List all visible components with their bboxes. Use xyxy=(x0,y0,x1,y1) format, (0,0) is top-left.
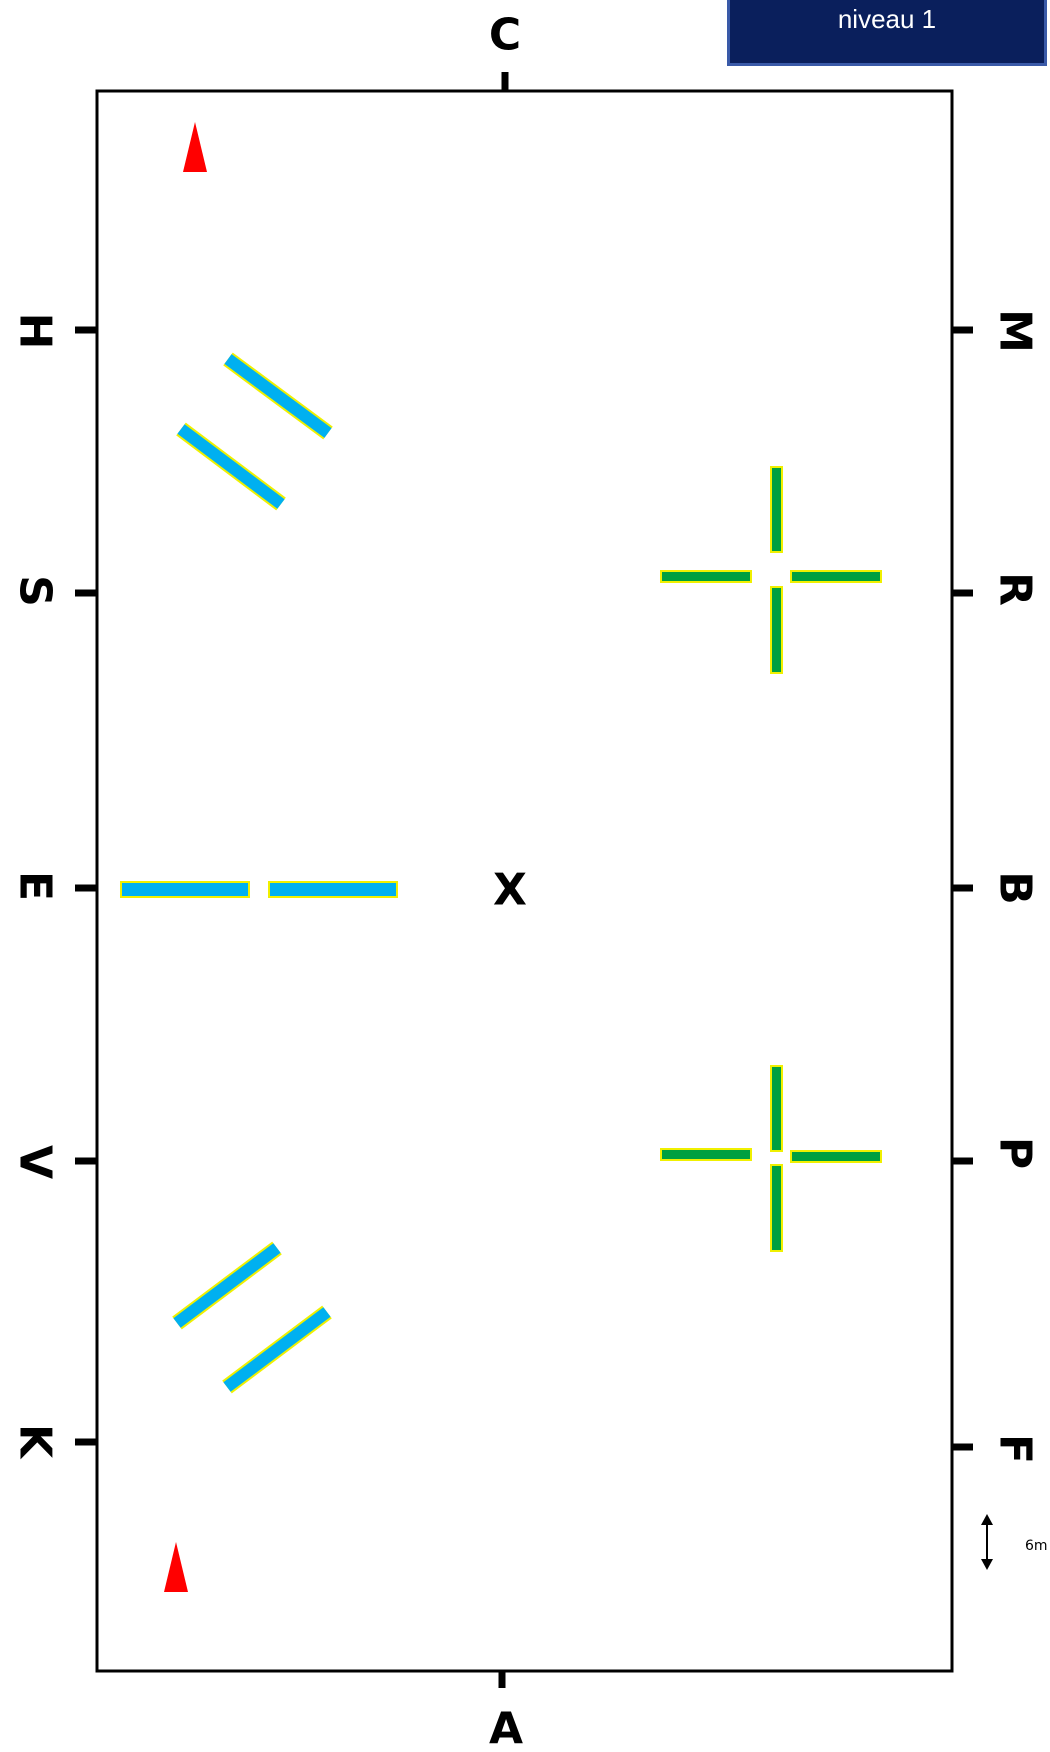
green-pole xyxy=(790,1150,882,1163)
marker-left-label: E xyxy=(10,871,61,901)
blue-pole xyxy=(268,881,398,898)
marker-right-label: R xyxy=(990,572,1041,606)
blue-pole xyxy=(223,1307,331,1392)
green-pole xyxy=(790,570,882,583)
marker-right-label: M xyxy=(990,309,1041,353)
blue-pole xyxy=(177,424,285,509)
level-badge-label: niveau 1 xyxy=(837,4,937,34)
green-pole xyxy=(660,1148,752,1161)
marker-right-label: F xyxy=(990,1434,1041,1464)
marker-left-label: H xyxy=(10,313,61,350)
marker-left-label: V xyxy=(10,1145,61,1179)
marker-center-label: X xyxy=(493,865,527,916)
marker-bottom-label: A xyxy=(489,1704,523,1752)
green-pole xyxy=(770,466,783,553)
blue-pole xyxy=(224,354,332,438)
blue-pole xyxy=(173,1243,281,1328)
marker-left-label: S xyxy=(10,575,61,607)
marker-right-label: B xyxy=(990,871,1041,905)
red-cone xyxy=(183,122,207,172)
green-pole xyxy=(660,570,752,583)
green-pole xyxy=(770,586,783,674)
scale-indicator: 6m xyxy=(981,1514,1048,1570)
level-badge: niveau 1 xyxy=(727,0,1047,66)
blue-pole xyxy=(120,881,250,898)
marker-left-label: K xyxy=(10,1424,61,1460)
red-cone xyxy=(164,1542,188,1592)
arena-border xyxy=(95,89,954,1673)
scale-label: 6m xyxy=(1025,1538,1048,1554)
green-pole xyxy=(770,1164,783,1252)
marker-right-label: P xyxy=(990,1137,1041,1169)
scale-arrow-up-icon xyxy=(981,1514,993,1525)
marker-top-label: C xyxy=(489,10,521,61)
scale-arrow-down-icon xyxy=(981,1559,993,1570)
green-pole xyxy=(770,1065,783,1152)
